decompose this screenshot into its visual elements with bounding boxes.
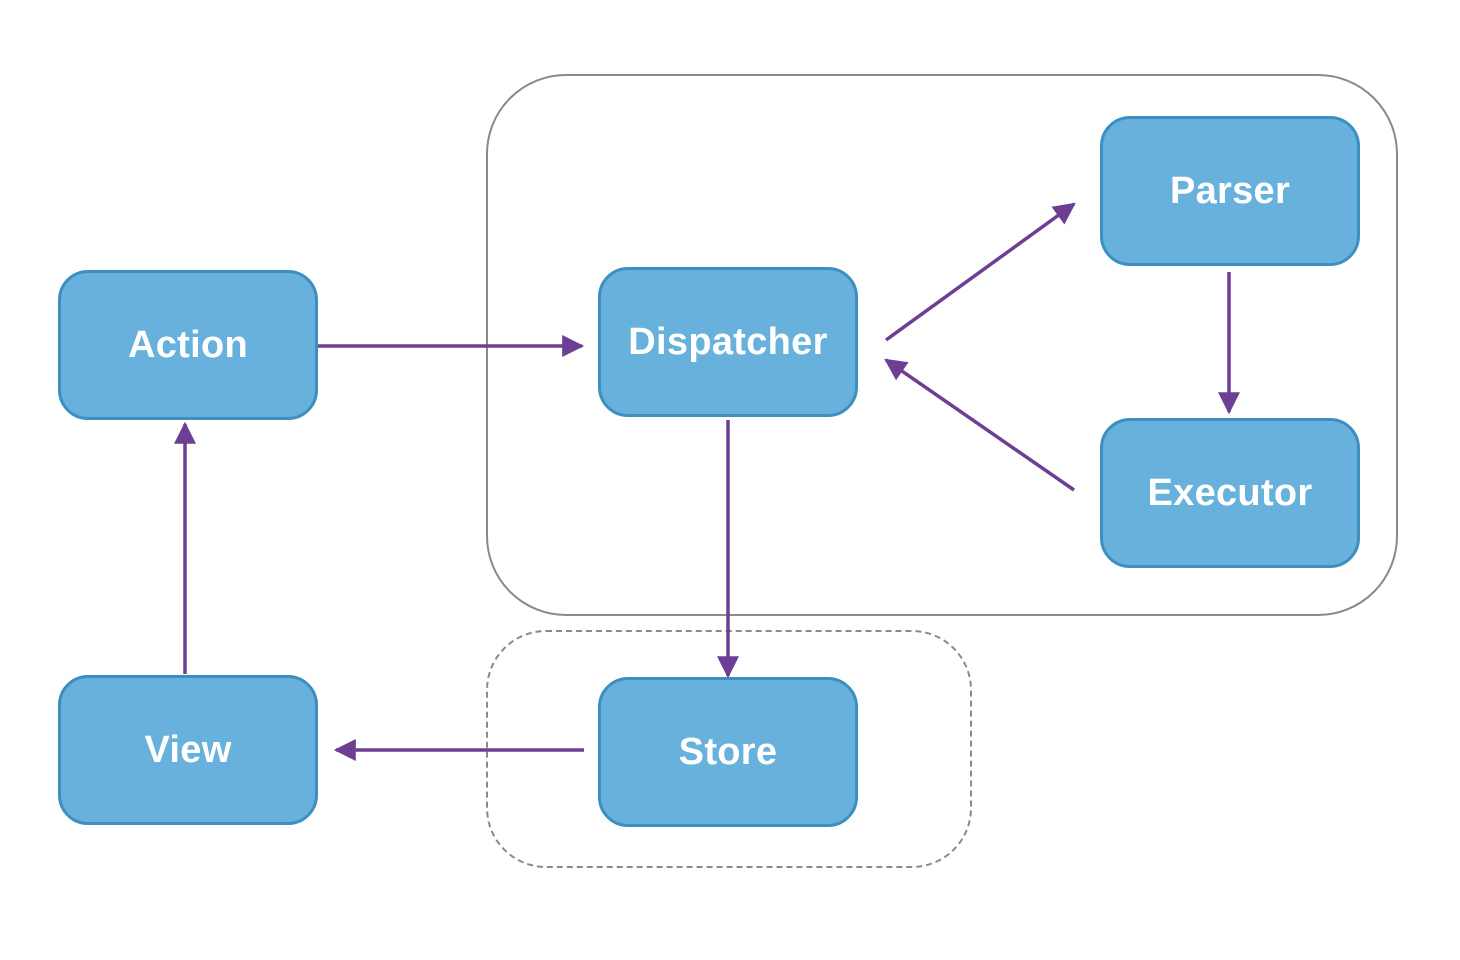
dispatcher-node[interactable]: Dispatcher [598, 267, 858, 417]
store-node[interactable]: Store [598, 677, 858, 827]
action-node[interactable]: Action [58, 270, 318, 420]
view-label: View [144, 728, 232, 771]
parser-label: Parser [1169, 169, 1291, 212]
action-label: Action [127, 323, 248, 366]
executor-node[interactable]: Executor [1100, 418, 1360, 568]
arrow-executor-to-dispatcher [884, 358, 1075, 492]
store-label: Store [678, 730, 778, 773]
executor-label: Executor [1147, 471, 1313, 514]
view-node[interactable]: View [58, 675, 318, 825]
parser-node[interactable]: Parser [1100, 116, 1360, 266]
dispatcher-label: Dispatcher [628, 320, 828, 363]
arrow-dispatcher-to-parser [884, 202, 1076, 342]
